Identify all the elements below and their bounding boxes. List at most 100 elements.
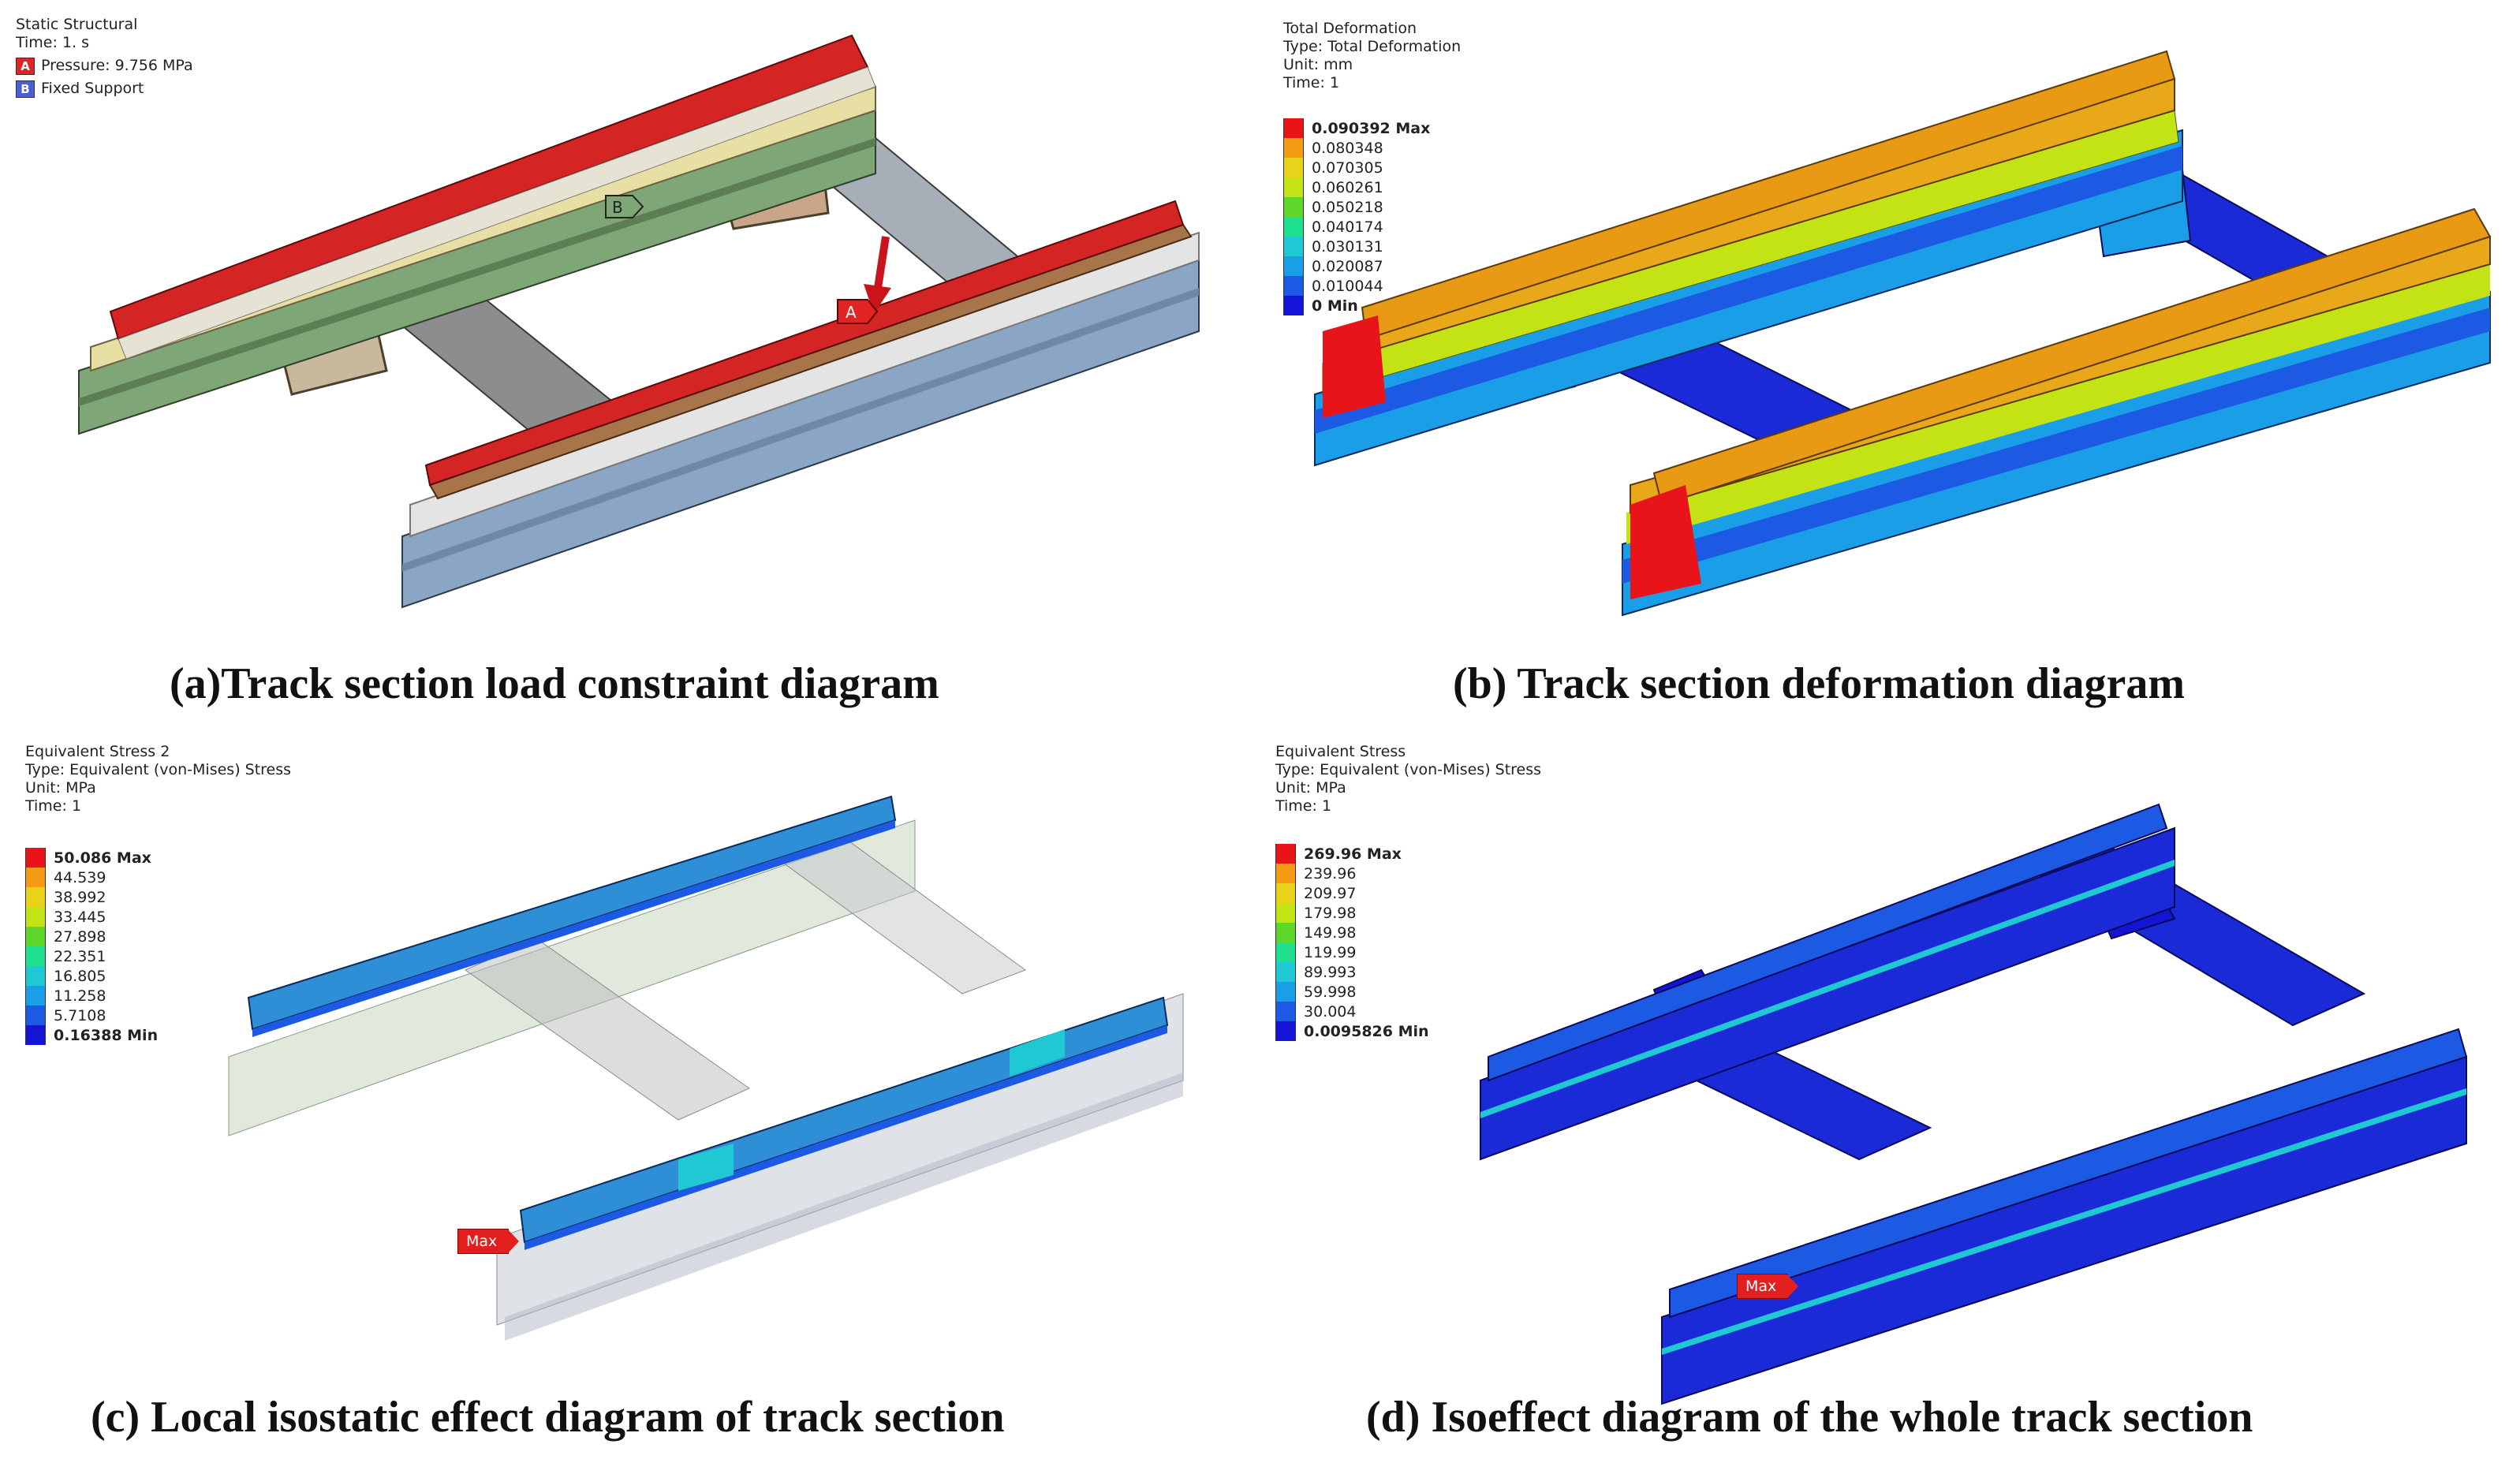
local-stress-info: Equivalent Stress 2 Type: Equivalent (vo… (25, 743, 291, 815)
legend-label: 0.010044 (1312, 277, 1383, 295)
legend-label: 0.030131 (1312, 237, 1383, 256)
legend-label: 179.98 (1304, 904, 1357, 922)
legend-row: 0.090392 Max (1283, 118, 1430, 138)
legend-row: 179.98 (1275, 903, 1356, 923)
legend-swatch (1283, 197, 1304, 217)
legend-row: 59.998 (1275, 982, 1356, 1002)
legend-label: 0.020087 (1312, 257, 1383, 275)
legend-row: 0.070305 (1283, 158, 1383, 177)
legend-label: 0 Min (1312, 297, 1358, 315)
panel-d: Equivalent Stress Type: Equivalent (von-… (1260, 718, 2520, 1459)
legend-label: 89.993 (1304, 963, 1357, 981)
legend-swatch (25, 887, 46, 907)
legend-row: 0.050218 (1283, 197, 1383, 217)
svg-text:B: B (612, 198, 623, 217)
legend-swatch (1275, 1002, 1296, 1021)
legend-row: 0.020087 (1283, 256, 1383, 276)
legend-row: 89.993 (1275, 962, 1356, 982)
legend-row: 0.040174 (1283, 217, 1383, 237)
legend-swatch (1275, 844, 1296, 864)
legend-label: 0.050218 (1312, 198, 1383, 216)
result-title: Equivalent Stress (1275, 743, 1406, 760)
legend-row: 33.445 (25, 907, 106, 927)
legend-row: 38.992 (25, 887, 106, 907)
legend-row: 11.258 (25, 986, 106, 1006)
analysis-title: Static Structural (16, 16, 138, 33)
legend-row: 16.805 (25, 966, 106, 986)
condition-b-tag: B (16, 80, 35, 98)
result-time: Time: 1 (1275, 797, 1332, 815)
legend-row: 269.96 Max (1275, 844, 1402, 864)
legend-swatch (25, 1025, 46, 1045)
legend-swatch (25, 986, 46, 1006)
legend-swatch (25, 868, 46, 887)
analysis-time: Time: 1. s (16, 34, 90, 51)
legend-label: 0.070305 (1312, 159, 1383, 177)
legend-swatch (25, 966, 46, 986)
legend-row: 0.0095826 Min (1275, 1021, 1429, 1041)
legend-label: 0.080348 (1312, 139, 1383, 157)
legend-label: 0.040174 (1312, 218, 1383, 236)
result-type: Type: Total Deformation (1283, 38, 1462, 55)
result-unit: Unit: mm (1283, 56, 1353, 73)
legend-label: 239.96 (1304, 864, 1357, 882)
legend-label: 149.98 (1304, 924, 1357, 942)
legend-label: 209.97 (1304, 884, 1357, 902)
analysis-info: Static Structural Time: 1. s A Pressure:… (16, 16, 193, 98)
legend-row: 44.539 (25, 868, 106, 887)
legend-swatch (1283, 158, 1304, 177)
legend-row: 0 Min (1283, 296, 1358, 315)
legend-swatch (1283, 296, 1304, 315)
legend-label: 22.351 (54, 947, 106, 965)
condition-a-label: Pressure: 9.756 MPa (41, 57, 193, 74)
legend-swatch (1275, 982, 1296, 1002)
legend-swatch (1275, 962, 1296, 982)
panel-c: Equivalent Stress 2 Type: Equivalent (vo… (0, 718, 1260, 1459)
legend-label: 59.998 (1304, 983, 1357, 1001)
panel-b: Total Deformation Type: Total Deformatio… (1260, 0, 2520, 718)
legend-row: 119.99 (1275, 942, 1356, 962)
rail-left-stress (1480, 827, 2175, 1161)
legend-swatch (1275, 883, 1296, 903)
max-stress-flag: Max (457, 1229, 520, 1254)
caption-c: (c) Local isostatic effect diagram of tr… (91, 1393, 1005, 1442)
caption-d: (d) Isoeffect diagram of the whole track… (1366, 1393, 2253, 1442)
result-title: Total Deformation (1283, 20, 1417, 37)
track-model-local-stress (228, 795, 1184, 1341)
legend-swatch (1283, 138, 1304, 158)
condition-fixed-support: B Fixed Support (16, 80, 193, 98)
legend-swatch (1275, 942, 1296, 962)
result-unit: Unit: MPa (25, 779, 96, 797)
pressure-arrow (874, 236, 890, 289)
legend-label: 269.96 Max (1304, 845, 1402, 863)
legend-label: 5.7108 (54, 1006, 106, 1024)
legend-swatch (1275, 1021, 1296, 1041)
legend-label: 0.090392 Max (1312, 119, 1431, 137)
legend-row: 209.97 (1275, 883, 1356, 903)
track-model-whole-stress (1480, 803, 2468, 1405)
track-model-deformation (1314, 50, 2492, 617)
legend-row: 0.16388 Min (25, 1025, 158, 1045)
rack-right (424, 200, 1185, 487)
legend-swatch (25, 1006, 46, 1025)
legend-label: 0.060261 (1312, 178, 1383, 196)
legend-label: 0.0095826 Min (1304, 1022, 1429, 1040)
legend-label: 0.16388 Min (54, 1026, 159, 1044)
result-unit: Unit: MPa (1275, 779, 1346, 797)
result-title: Equivalent Stress 2 (25, 743, 170, 760)
legend-swatch (1283, 256, 1304, 276)
legend-swatch (25, 907, 46, 927)
whole-stress-info: Equivalent Stress Type: Equivalent (von-… (1275, 743, 1541, 815)
legend-row: 5.7108 (25, 1006, 106, 1025)
pressure-marker-a (837, 299, 879, 324)
legend-row: 0.010044 (1283, 276, 1383, 296)
legend-row: 30.004 (1275, 1002, 1356, 1021)
legend-row: 22.351 (25, 946, 106, 966)
legend-label: 11.258 (54, 987, 106, 1005)
legend-swatch (25, 946, 46, 966)
condition-a-tag: A (16, 57, 35, 75)
legend-label: 44.539 (54, 868, 106, 886)
legend-swatch (1283, 118, 1304, 138)
